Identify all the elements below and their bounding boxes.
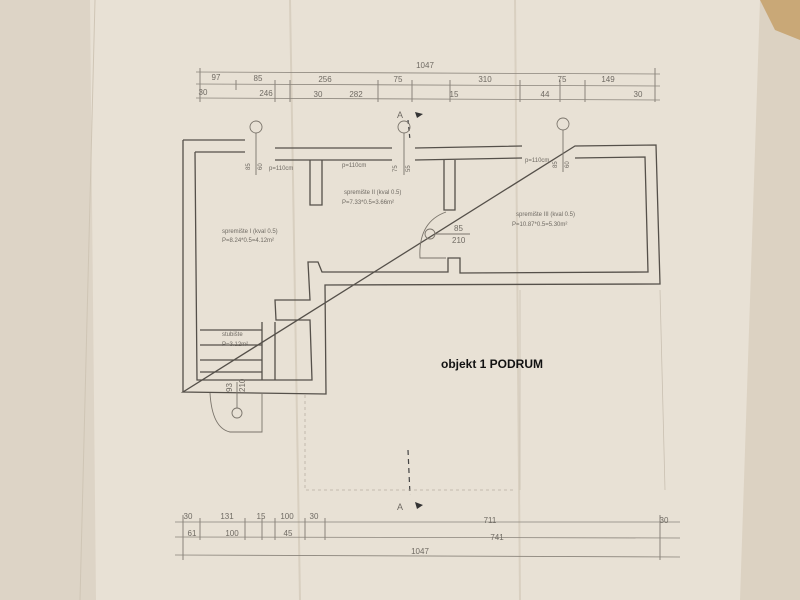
window-2-height: 55	[406, 165, 412, 172]
door-2-height: 210	[238, 378, 247, 392]
bottom-dim-2-1: 61	[188, 529, 197, 538]
room-3-name: spremište III (kval 0.5)	[516, 212, 575, 218]
right-guide-line	[659, 289, 666, 491]
bottom-dim-1-4: 100	[280, 512, 294, 521]
bottom-dim-1-1: 30	[184, 512, 193, 521]
top-dim-2-7: 30	[634, 90, 643, 99]
window-1-height: 60	[258, 163, 264, 170]
annotation-label: objekt 1 PODRUM	[441, 357, 544, 371]
paper-left-shadow	[0, 0, 96, 600]
window-2-width: 75	[393, 165, 399, 172]
bottom-dim-row-2: 61 100 45 741	[188, 529, 505, 542]
door-2-swing	[209, 392, 263, 433]
top-dim-1-1: 97	[212, 73, 221, 82]
top-dim-2-4: 282	[349, 90, 363, 99]
top-dim-2-5: 15	[450, 90, 459, 99]
top-dim-1-5: 310	[478, 75, 492, 84]
door-1-height: 210	[452, 236, 466, 245]
top-dim-1-4: 75	[394, 75, 403, 84]
bottom-dim-2-3: 45	[284, 529, 293, 538]
bottom-dim-1-5: 30	[310, 512, 319, 521]
window-3-width: 85	[553, 161, 559, 168]
paper-fold-2	[514, 0, 521, 600]
top-dim-row-1: 97 85 256 75 310 75 149	[212, 73, 616, 84]
section-marker-bottom: A	[397, 449, 423, 512]
window-1-sill: p=110cm	[269, 166, 293, 172]
section-letter-bottom: A	[397, 502, 403, 512]
paper-edge	[79, 0, 96, 600]
bottom-dim-1-7: 30	[660, 516, 669, 525]
bottom-dim-2-4: 741	[490, 533, 504, 542]
room-1-area: P=8.24*0.5=4.12m²	[222, 238, 274, 244]
door-2-width: 93	[225, 383, 234, 392]
building-walls	[180, 139, 661, 395]
room-2-name: spremište II (kval 0.5)	[344, 190, 401, 196]
room-2-area: P=7.33*0.5=3.66m²	[342, 200, 394, 206]
top-total-dim: 1047	[416, 61, 434, 70]
top-dim-1-3: 256	[318, 75, 332, 84]
top-dim-2-1: 30	[199, 88, 208, 97]
top-dim-2-6: 44	[541, 90, 550, 99]
section-arrow-top	[415, 112, 423, 118]
top-dim-row-2: 30 246 30 282 15 44 30	[199, 88, 643, 99]
top-dim-2-3: 30	[314, 90, 323, 99]
section-letter-top: A	[397, 110, 403, 120]
stairs-name: stubište	[222, 332, 243, 338]
room-1-name: spremište I (kval 0.5)	[222, 229, 278, 235]
bottom-dim-row-1: 30 131 15 100 30 711 30	[184, 512, 669, 525]
paper-right-shadow	[740, 0, 800, 600]
room-3-area: P=10.87*0.5=5.30m²	[512, 222, 567, 228]
dashed-outline	[304, 395, 515, 491]
bottom-dim-1-3: 15	[257, 512, 266, 521]
bottom-dim-1-2: 131	[220, 512, 234, 521]
door-symbols	[209, 211, 470, 433]
bottom-dim-2-2: 100	[225, 529, 239, 538]
bottom-dim-1-6: 711	[484, 516, 497, 525]
top-dim-1-2: 85	[254, 74, 263, 83]
top-dim-1-6: 75	[558, 75, 567, 84]
door-labels: 85 210 93 210	[225, 224, 466, 392]
door-1-swing	[419, 211, 447, 259]
window-1-width: 85	[246, 163, 252, 170]
bottom-dimension-lines	[174, 515, 681, 560]
room-labels: spremište I (kval 0.5) P=8.24*0.5=4.12m²…	[222, 190, 575, 348]
window-3-height: 60	[565, 161, 571, 168]
top-dim-2-2: 246	[259, 89, 273, 98]
stairs-area: P=3.12m²	[222, 342, 248, 348]
window-2-sill: p=110cm	[342, 163, 366, 169]
top-dim-1-7: 149	[601, 75, 615, 84]
window-3-sill: p=110cm	[525, 158, 549, 164]
top-dimension-lines	[195, 68, 661, 102]
window-labels: 85 60 p=110cm 75 55 p=110cm 85 60 p=110c…	[246, 158, 571, 172]
window-symbols	[249, 117, 570, 175]
section-arrow-bottom	[415, 502, 423, 509]
bottom-total-dim: 1047	[411, 547, 429, 556]
door-1-width: 85	[454, 224, 463, 233]
desk-corner	[760, 0, 800, 40]
